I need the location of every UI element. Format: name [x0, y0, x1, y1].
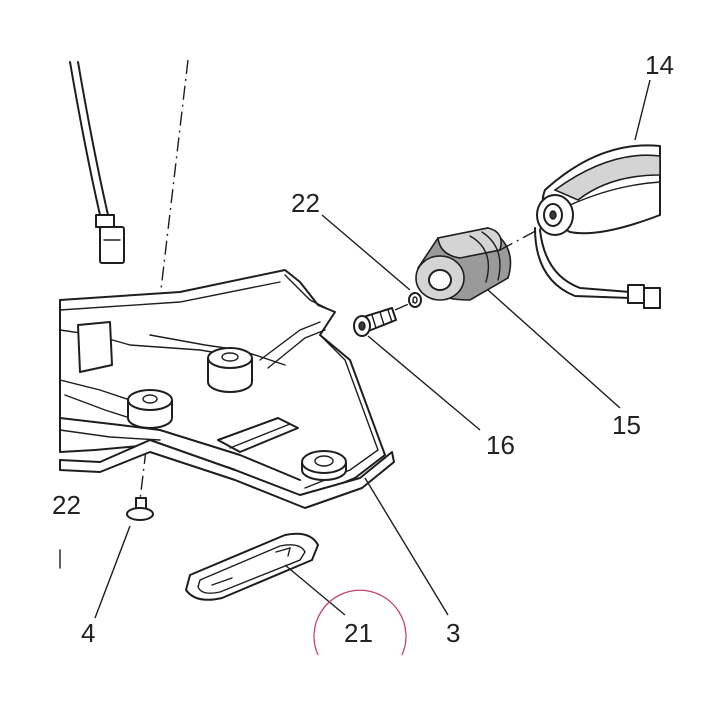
label-part-16: 16	[486, 430, 515, 460]
label-part-21: 21	[344, 618, 373, 648]
bracket-slot	[217, 417, 299, 453]
screw-part-16	[353, 307, 397, 337]
label-part-22-left: 22	[52, 490, 81, 520]
label-part-3: 3	[446, 618, 460, 648]
label-part-15: 15	[612, 410, 641, 440]
screw-part-4	[126, 497, 154, 521]
leader-15	[487, 289, 621, 409]
label-part-4: 4	[81, 618, 95, 648]
turn-signal-part-14	[534, 144, 661, 309]
label-part-22-top: 22	[291, 188, 320, 218]
leader-4	[94, 525, 131, 619]
screw-axis-line	[139, 449, 147, 501]
rubber-mount-right	[301, 450, 347, 481]
connector-collar	[95, 214, 115, 228]
highlight-circle	[313, 589, 407, 656]
leader-22	[321, 214, 411, 291]
wire-harness-connector	[69, 61, 125, 264]
label-part-14: 14	[645, 50, 674, 80]
cover-plate-part-21	[185, 532, 319, 601]
leader-21	[284, 564, 346, 616]
leader-16	[367, 335, 481, 431]
bracket-tab	[77, 321, 113, 373]
lamp-axis-line	[499, 225, 546, 251]
grommet-part-15	[415, 227, 512, 301]
connector-plug	[99, 226, 125, 264]
washer-part-22	[408, 292, 422, 308]
rubber-mount-middle	[207, 347, 253, 393]
mounting-axis-line	[147, 59, 189, 401]
leader-3	[364, 477, 449, 616]
rubber-mount-left	[127, 389, 173, 429]
grommet-axis-line	[394, 299, 419, 311]
leader-14	[634, 79, 651, 141]
